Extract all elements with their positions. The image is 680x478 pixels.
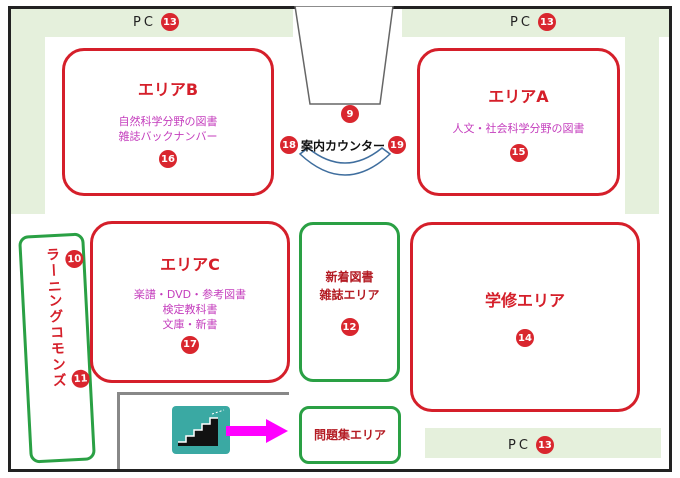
commons-text-3: ズ [50, 372, 68, 390]
number-badge-11: 11 [71, 369, 91, 389]
arrow-right-icon [226, 419, 288, 443]
pc-band-right-side [625, 9, 659, 214]
number-badge-10: 10 [64, 249, 84, 269]
number-badge: 13 [535, 436, 554, 454]
number-badge: 13 [537, 13, 556, 31]
pc-text: PC [133, 14, 156, 30]
pc-label-left: PC 13 [133, 13, 179, 31]
number-badge: 17 [181, 335, 199, 354]
stairs-icon [172, 406, 230, 454]
number-badge: 13 [160, 13, 179, 31]
number-badge-19: 19 [388, 136, 407, 154]
area-b-title: エリアB [137, 80, 199, 99]
counter-label-row: 18 案内カウンター 19 [280, 135, 412, 155]
area-b: エリアB 自然科学分野の図書 雑誌バックナンバー 16 [62, 48, 274, 196]
study-area: 学修エリア 14 [410, 222, 640, 412]
counter-structure [294, 6, 394, 176]
pc-text: PC [510, 14, 533, 30]
area-a-title: エリアA [488, 86, 549, 106]
number-badge-9: 9 [341, 105, 359, 123]
problem-collection-area: 問題集エリア [299, 406, 401, 464]
number-badge-18: 18 [280, 136, 298, 154]
area-b-desc-2: 雑誌バックナンバー [118, 130, 218, 143]
learning-commons: ラーニ 10 ングコモン ズ 11 [18, 232, 96, 464]
new-books-line-1: 新着図書 [325, 270, 374, 284]
number-badge: 16 [159, 150, 177, 168]
commons-text-1: ラーニ [43, 246, 63, 296]
area-b-desc-1: 自然科学分野の図書 [118, 115, 218, 128]
area-a: エリアA 人文・社会科学分野の図書 15 [417, 48, 620, 196]
pc-band-right-top [402, 9, 669, 37]
number-badge: 12 [340, 318, 359, 336]
number-badge: 14 [516, 329, 534, 347]
counter-label: 案内カウンター [301, 138, 386, 153]
pc-label-right: PC 13 [510, 13, 556, 31]
pc-band-left-top [11, 9, 293, 37]
pc-label-bottom: PC 13 [508, 436, 554, 454]
new-books-area: 新着図書 雑誌エリア 12 [299, 222, 400, 382]
problem-collection-label: 問題集エリア [313, 428, 386, 442]
commons-text-2: ングコモン [46, 292, 67, 374]
study-area-title: 学修エリア [484, 291, 565, 310]
new-books-line-2: 雑誌エリア [319, 288, 380, 302]
area-a-desc: 人文・社会科学分野の図書 [452, 121, 585, 135]
pc-band-left-side [11, 9, 45, 214]
pc-text: PC [508, 437, 531, 453]
counter-desk [298, 147, 392, 176]
area-c: エリアC 楽譜・DVD・参考図書 検定教科書 文庫・新書 17 [90, 221, 290, 383]
area-c-desc-2: 検定教科書 [162, 302, 218, 316]
area-c-desc-3: 文庫・新書 [162, 317, 218, 331]
wall-line-horizontal [117, 392, 289, 395]
area-c-desc-1: 楽譜・DVD・参考図書 [133, 287, 247, 301]
entrance-passage [294, 6, 394, 105]
area-c-title: エリアC [160, 254, 220, 274]
wall-line-vertical [117, 392, 120, 469]
number-badge: 15 [509, 143, 528, 162]
